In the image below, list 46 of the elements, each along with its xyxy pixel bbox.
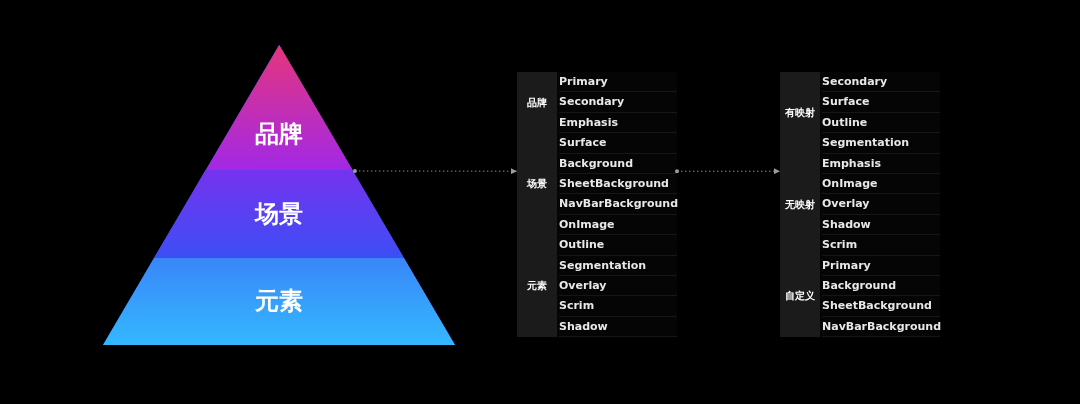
dotted-arrow: [352, 168, 518, 175]
table-group: [517, 235, 677, 338]
dotted-arrow: [675, 168, 781, 175]
token-name: Scrim: [822, 235, 940, 256]
group-label: 品牌: [526, 96, 548, 109]
token-name: OnImage: [559, 214, 677, 236]
group-label: 有映射: [784, 106, 816, 119]
table-group: [780, 153, 940, 256]
token-name: Overlay: [822, 194, 940, 215]
pyramid: [103, 45, 455, 345]
layer-label: 品牌: [255, 119, 303, 150]
group-label: 元素: [526, 280, 548, 293]
token-name: Shadow: [822, 214, 940, 236]
table-panel: [517, 72, 677, 338]
table-group: [780, 255, 940, 338]
token-name: Primary: [559, 72, 677, 93]
token-name: Segmentation: [822, 133, 940, 154]
layer-label: 元素: [255, 286, 303, 317]
token-name: NavBarBackground: [822, 316, 940, 338]
table-panel: [780, 72, 940, 338]
token-name: Secondary: [559, 92, 677, 113]
token-name: SheetBackground: [559, 174, 677, 195]
token-name: Background: [559, 153, 677, 174]
token-name: Outline: [822, 112, 940, 134]
token-name: Surface: [822, 92, 940, 113]
token-name: Secondary: [822, 72, 940, 93]
token-name: SheetBackground: [822, 296, 940, 317]
token-name: Outline: [559, 235, 677, 256]
token-name: Background: [822, 276, 940, 297]
token-name: Primary: [822, 255, 940, 276]
layer-label: 场景: [255, 199, 303, 230]
table-group: [517, 133, 677, 236]
token-name: Emphasis: [559, 112, 677, 134]
table-group: [780, 72, 940, 154]
group-label: 自定义: [784, 290, 816, 303]
group-label: 场景: [526, 178, 548, 191]
token-name: Surface: [559, 133, 677, 154]
table-group: [517, 72, 677, 134]
token-name: Scrim: [559, 296, 677, 317]
token-name: Segmentation: [559, 255, 677, 276]
group-label: 无映射: [784, 198, 816, 211]
token-name: Overlay: [559, 276, 677, 297]
token-name: NavBarBackground: [559, 194, 677, 215]
token-name: Shadow: [559, 316, 677, 338]
token-name: Emphasis: [822, 153, 940, 174]
token-name: OnImage: [822, 174, 940, 195]
